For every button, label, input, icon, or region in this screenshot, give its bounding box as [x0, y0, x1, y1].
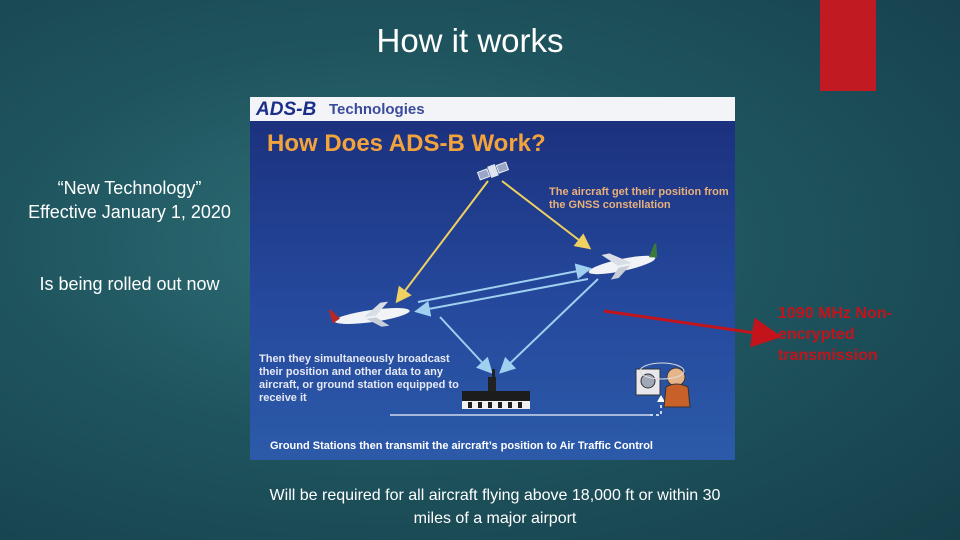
accent-bar — [820, 0, 876, 91]
satellite-icon — [477, 160, 509, 182]
ground-station-note: Ground Stations then transmit the aircra… — [270, 440, 653, 452]
diagram-graphics — [250, 97, 735, 460]
airplane-icon — [586, 243, 662, 283]
ads-b-diagram-image: ADS-B Technologies How Does ADS-B Work? — [250, 97, 735, 460]
requirement-caption: Will be required for all aircraft flying… — [260, 484, 730, 530]
frequency-callout: 1090 MHz Non-encrypted transmission — [778, 303, 918, 366]
slide-title: How it works — [0, 22, 940, 60]
new-technology-text: “New Technology” Effective January 1, 20… — [22, 176, 237, 224]
ground-station-icon — [462, 369, 530, 409]
gnss-note: The aircraft get their position from the… — [549, 186, 734, 212]
rollout-text: Is being rolled out now — [22, 272, 237, 296]
airplane-icon — [329, 299, 412, 334]
broadcast-note: Then they simultaneously broadcast their… — [259, 353, 469, 405]
broadcast-line — [418, 269, 588, 302]
gnss-signal-line — [398, 181, 488, 300]
broadcast-line — [418, 279, 588, 311]
